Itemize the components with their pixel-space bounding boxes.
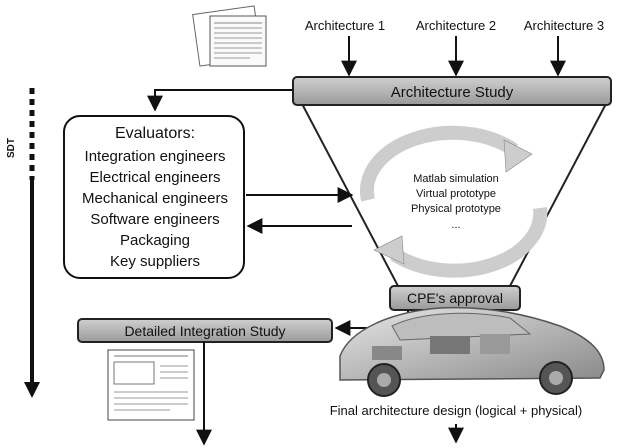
evaluator-item: Software engineers [90,211,219,228]
architecture-2-label: Architecture 2 [416,18,496,33]
architecture-study-label: Architecture Study [391,84,514,101]
cpe-approval-label: CPE's approval [407,290,503,306]
method-item: Virtual prototype [416,188,496,200]
evaluator-item: Electrical engineers [90,169,221,186]
study-to-evaluators-arrow [147,89,293,112]
sdt-label: SDT [6,138,17,158]
evaluator-item: Packaging [120,232,190,249]
detailed-integration-study-label: Detailed Integration Study [124,323,285,339]
evaluator-item: Mechanical engineers [82,190,228,207]
method-item: ... [451,219,460,231]
document-icon [192,5,267,67]
car-cutaway-image [339,306,605,397]
method-item: Physical prototype [411,203,501,215]
evaluator-item: Integration engineers [85,148,226,165]
sdt-axis-arrowhead [24,382,40,398]
architecture-1-label: Architecture 1 [305,18,385,33]
evaluators-box [63,115,245,279]
evaluators-heading: Evaluators: [115,125,195,142]
integration-sheet-icon [107,349,195,421]
evaluator-item: Key suppliers [110,253,200,270]
method-item: Matlab simulation [413,173,499,185]
cycle-arrow-top [359,125,518,202]
cycle-arrow-bottom [390,207,548,278]
architecture-3-label: Architecture 3 [524,18,604,33]
final-design-label: Final architecture design (logical + phy… [330,403,583,418]
